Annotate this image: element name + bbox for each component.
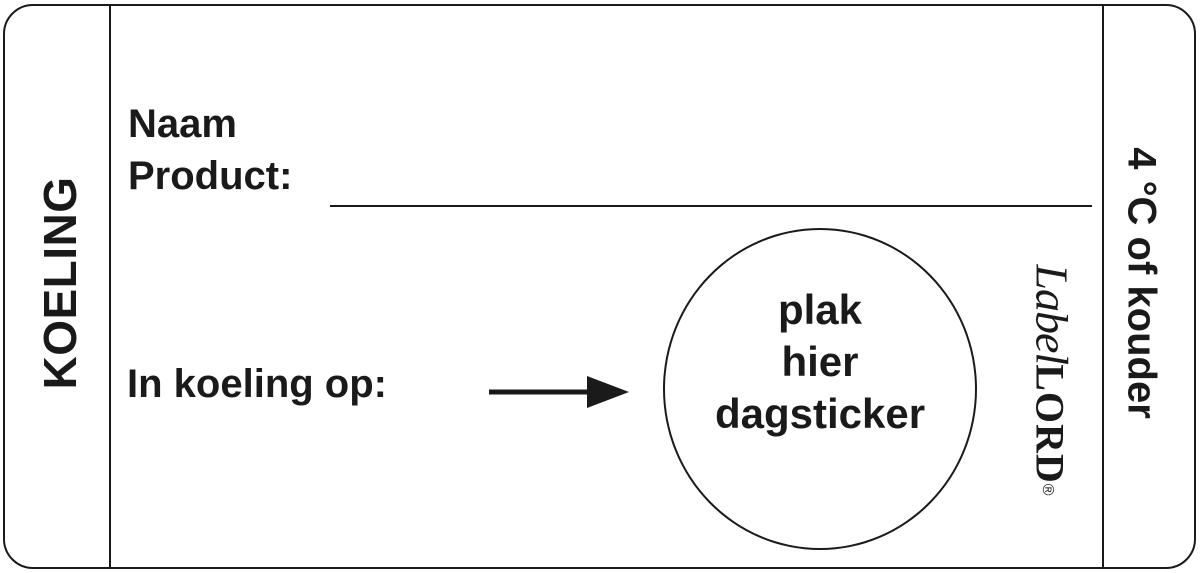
brand-word: LORD xyxy=(1027,364,1073,484)
day-sticker-line2: hier xyxy=(781,338,859,385)
product-name-label-line1: Naam xyxy=(128,102,237,146)
brand-script: Label xyxy=(1026,264,1078,365)
product-name-label: Naam Product: xyxy=(128,98,292,202)
side-title-koeling: KOELING xyxy=(34,176,86,390)
day-sticker-circle[interactable] xyxy=(663,228,977,550)
day-sticker-instructions: plak hier dagsticker xyxy=(663,284,977,440)
brand-logo: LabelLORD® xyxy=(1026,264,1079,495)
right-divider xyxy=(1102,4,1104,569)
arrow-right-icon xyxy=(489,376,629,408)
product-name-label-line2: Product: xyxy=(128,154,293,198)
side-temperature: 4 °C of kouder xyxy=(1119,147,1164,419)
label-sticker-outline xyxy=(3,4,1196,569)
left-divider xyxy=(109,4,111,569)
day-sticker-line1: plak xyxy=(777,286,863,333)
cooling-date-label: In koeling op: xyxy=(127,362,387,406)
registered-mark: ® xyxy=(1038,483,1056,496)
product-name-write-line[interactable] xyxy=(330,205,1092,207)
day-sticker-line3: dagsticker xyxy=(714,390,926,437)
